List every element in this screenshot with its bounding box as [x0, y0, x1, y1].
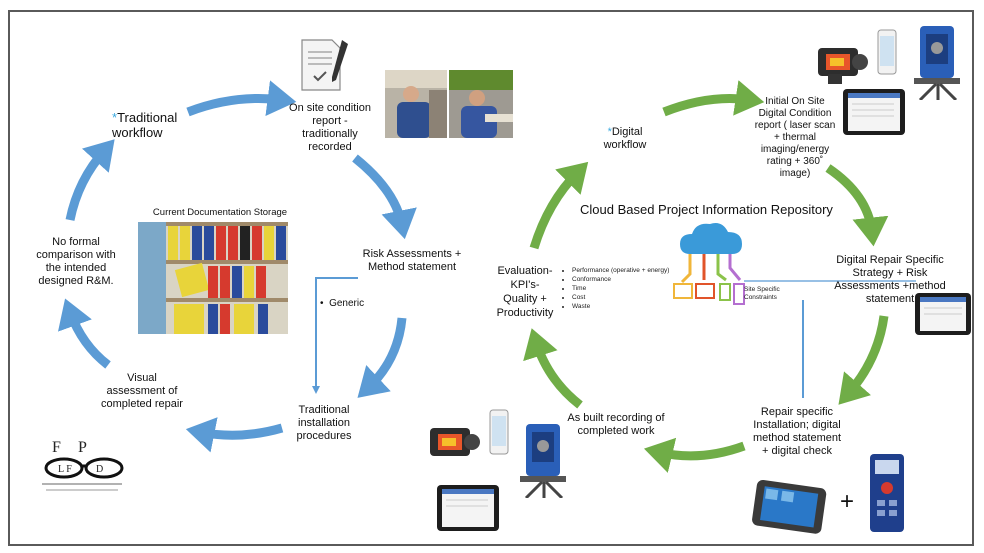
site-constraints-label: Site Specific Constraints [744, 286, 780, 301]
generic-bullet: • Generic [320, 298, 365, 309]
laser-scanner-icon [520, 424, 566, 498]
plus-sign: + [840, 488, 855, 515]
arrow-trad-right-bottom [357, 317, 407, 398]
arrow-dig-left-top [529, 161, 589, 250]
thermal-camera-icon [818, 48, 868, 84]
repair-strategy-label: Digital Repair Specific Strategy + Risk … [834, 254, 946, 305]
kpi-item: Cost [572, 293, 669, 302]
evaluation-label: Evaluation- KPI's- Quality + Productivit… [496, 265, 554, 319]
storage-title: Current Documentation Storage [152, 207, 288, 218]
tablet-icon [437, 485, 499, 531]
on-site-report-label: On site condition report - traditionally… [289, 102, 371, 153]
kpi-item: Time [572, 284, 669, 293]
traditional-workflow-label: *Traditional workflow [112, 110, 196, 140]
arrow-trad-left-top [65, 139, 115, 221]
arrow-dig-bottom [643, 437, 746, 473]
cloud-devices-icon [673, 223, 745, 305]
generic-connector [312, 277, 358, 394]
kpi-item: Performance (operative + energy) [572, 266, 669, 275]
digital-workflow-title: Digital workflow [603, 126, 647, 151]
document-pen-icon [301, 39, 348, 91]
digital-workflow-label: *Digital workflow [590, 126, 660, 152]
svg-text:L F: L F [58, 464, 72, 475]
as-built-label: As built recording of completed work [567, 412, 665, 437]
arrow-trad-top [186, 80, 297, 117]
tablet-icon [843, 89, 905, 135]
phone-icon [877, 29, 897, 75]
svg-text:D: D [96, 464, 103, 475]
arrow-trad-right-top [352, 154, 417, 240]
initial-report-label: Initial On Site Digital Condition report… [754, 96, 836, 179]
phone-icon [489, 409, 509, 455]
laser-meter-icon [870, 454, 904, 532]
workers-photo [385, 70, 513, 138]
kpi-item: Waste [572, 302, 669, 311]
asterisk: * [112, 110, 118, 125]
risk-assessments-label: Risk Assessments + Method statement [362, 248, 462, 273]
tablet-icon [915, 293, 971, 335]
traditional-workflow-title: Traditional workflow [112, 110, 178, 140]
arrow-dig-right-bottom [838, 315, 889, 405]
arrow-dig-left-bottom [523, 328, 583, 409]
svg-text:F: F [52, 439, 61, 456]
arrow-trad-left-bottom [58, 298, 111, 369]
repository-title: Cloud Based Project Information Reposito… [580, 202, 833, 217]
repair-installation-label: Repair specific Installation; digital me… [752, 406, 842, 457]
thermal-camera-icon [430, 428, 480, 456]
kpi-item: Conformance [572, 275, 669, 284]
svg-text:P: P [78, 439, 87, 456]
visual-assessment-label: Visual assessment of completed repair [101, 372, 183, 410]
asterisk: * [607, 126, 612, 138]
shelves-photo [138, 222, 288, 334]
generic-text: Generic [329, 298, 365, 309]
arrow-dig-right-top [825, 164, 889, 247]
laser-scanner-icon [914, 26, 960, 100]
installation-label: Traditional installation procedures [296, 404, 352, 442]
eye-chart-glasses-icon: F P L F D [42, 439, 124, 491]
rugged-tablet-icon [752, 479, 827, 534]
arrow-trad-bottom [185, 417, 284, 453]
arrow-dig-top [662, 80, 765, 117]
no-formal-comparison-label: No formal comparison with the intended d… [36, 236, 116, 287]
kpi-list: Performance (operative + energy) Conform… [560, 266, 669, 311]
